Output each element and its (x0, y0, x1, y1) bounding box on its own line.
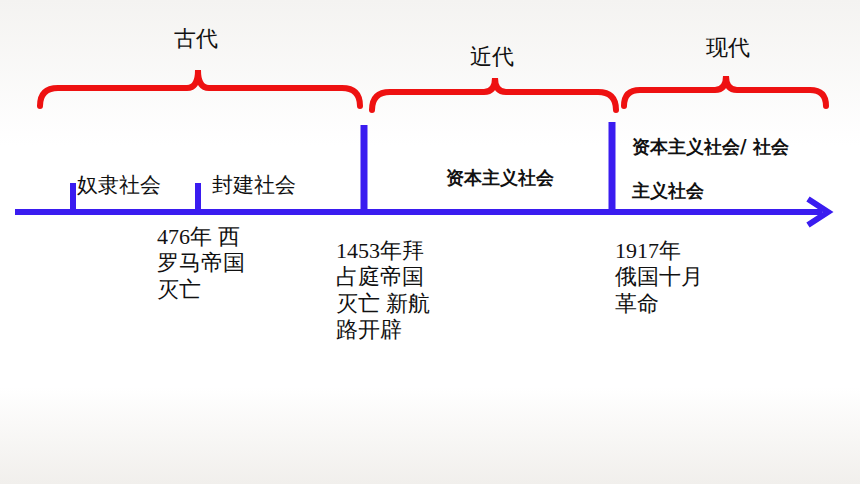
era-label: 近代 (470, 42, 530, 72)
society-label: 资本主义社会/ 社会主义社会 (632, 125, 802, 213)
date-note: 1453年拜占庭帝国灭亡 新航路开辟 (336, 238, 444, 344)
era-braces (40, 70, 826, 110)
society-label: 封建社会 (212, 171, 332, 199)
era-label: 古代 (174, 24, 234, 54)
society-label: 奴隶社会 (77, 171, 187, 199)
timeline-axis (15, 122, 828, 225)
era-label: 现代 (706, 33, 766, 63)
date-note: 476年 西罗马帝国灭亡 (157, 224, 245, 303)
society-label: 资本主义社会 (420, 166, 580, 190)
date-note: 1917年 俄国十月革命 (615, 238, 703, 317)
